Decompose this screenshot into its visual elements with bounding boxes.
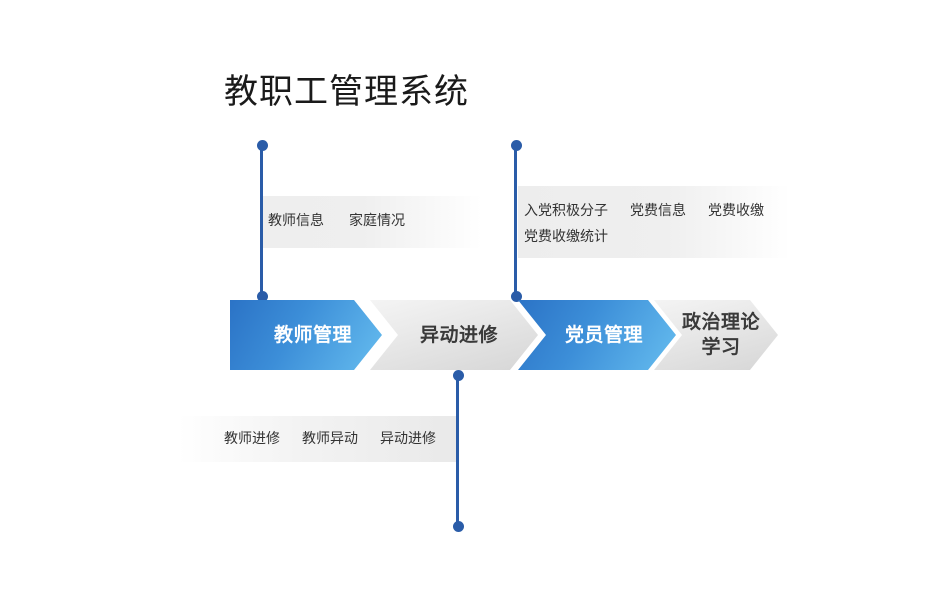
callout-tag[interactable]: 教师信息 xyxy=(268,212,324,228)
chevron-label-line1: 政治理论 xyxy=(681,312,760,333)
connector-line xyxy=(456,375,459,527)
chevron-label: 党员管理 xyxy=(564,324,643,346)
connector-line xyxy=(260,145,263,297)
connector-dot-icon xyxy=(257,291,268,302)
connector-teacher-management xyxy=(257,140,268,302)
callout-tag[interactable]: 异动进修 xyxy=(380,430,436,446)
chevron-label: 教师管理 xyxy=(273,324,352,346)
callout-tag[interactable]: 党费信息 xyxy=(630,202,686,218)
callout-tag[interactable]: 教师进修 xyxy=(224,430,280,446)
page-title: 教职工管理系统 xyxy=(224,73,469,111)
callout-tag[interactable]: 教师异动 xyxy=(302,430,358,446)
chevron-label: 异动进修 xyxy=(419,324,498,346)
connector-party-management xyxy=(511,140,522,302)
callout-teacher-management: 教师信息 家庭情况 xyxy=(262,196,482,248)
chevron-teacher-management[interactable]: 教师管理 xyxy=(230,300,382,370)
connector-dot-icon xyxy=(511,291,522,302)
callout-transfer-training: 教师进修 教师异动 异动进修 xyxy=(178,416,458,462)
connector-transfer-training xyxy=(453,370,464,532)
chevron-label-line2: 学习 xyxy=(701,337,741,358)
callout-tag[interactable]: 党费收缴统计 xyxy=(524,228,608,244)
callout-tag[interactable]: 入党积极分子 xyxy=(524,202,608,218)
connector-line xyxy=(514,145,517,297)
callout-party-management: 入党积极分子 党费信息 党费收缴 党费收缴统计 xyxy=(518,186,790,258)
callout-tag[interactable]: 党费收缴 xyxy=(708,202,764,218)
connector-dot-icon xyxy=(453,521,464,532)
callout-tag[interactable]: 家庭情况 xyxy=(349,212,405,228)
chevron-transfer-training[interactable]: 异动进修 xyxy=(370,300,538,370)
process-chevron-band: 教师管理 异动进修 党员管理 政治理论学习 xyxy=(230,300,778,370)
chevron-party-management[interactable]: 党员管理 xyxy=(518,300,676,370)
chevron-label-multiline: 政治理论学习 xyxy=(672,310,760,360)
